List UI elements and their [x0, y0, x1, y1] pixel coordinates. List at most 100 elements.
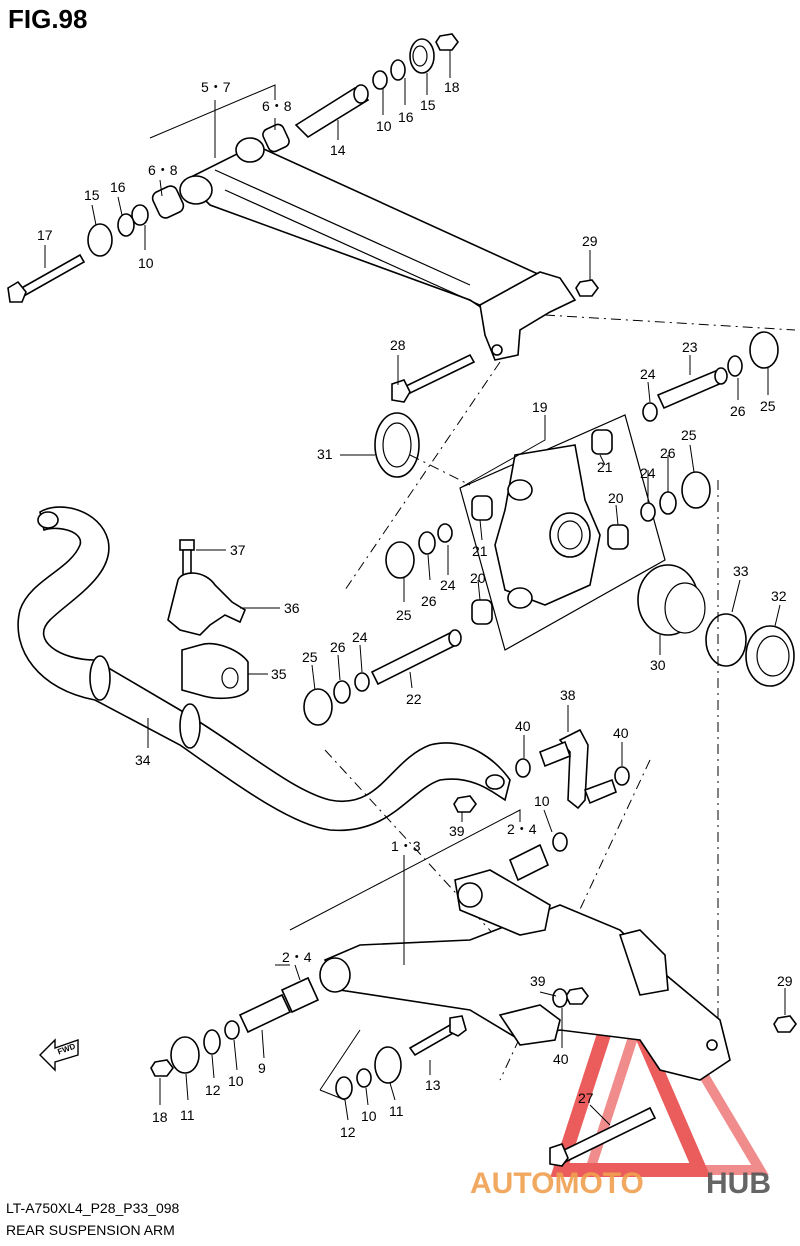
bolt-37-head [179, 539, 195, 551]
callout-30: 30 [650, 657, 666, 673]
callout-12-rear: 12 [340, 1124, 356, 1140]
upper-arm-assembly [7, 33, 796, 403]
bolt-28-head [391, 379, 411, 403]
seal-10-link [552, 832, 568, 852]
callout-27: 27 [578, 1090, 594, 1106]
pipe-14-end [353, 84, 369, 104]
link-rod-38 [558, 728, 589, 810]
callout-20-right: 20 [608, 490, 624, 506]
watermark-text: AUTOMOTO HUB [470, 1167, 771, 1200]
washer-12-front [203, 1029, 221, 1055]
callout-25-lower: 25 [302, 649, 318, 665]
callout-15-lower: 15 [84, 187, 100, 203]
bushing-21-right [591, 429, 613, 455]
callout-31: 31 [317, 446, 333, 462]
stabilizer-assembly [17, 506, 511, 832]
callout-11-rear: 11 [389, 1103, 404, 1119]
nut-29-lower [773, 1015, 797, 1033]
cap-15-upper-inner [412, 45, 428, 67]
upper-arm-bracket-hole [491, 344, 503, 356]
callout-22: 22 [406, 691, 422, 707]
dash-seal-to-knuckle [409, 454, 471, 486]
lower-arm-hole [706, 1039, 718, 1051]
upper-arm-bracket [479, 271, 577, 361]
seal-32-inner [756, 635, 790, 677]
link-38-upper-stud [538, 740, 572, 768]
bracket-2-4-top [289, 809, 521, 931]
figure-name: REAR SUSPENSION ARM [6, 1222, 175, 1238]
pipe-14 [294, 86, 370, 139]
seal-24-top [642, 402, 658, 422]
seal-10-rear [356, 1068, 372, 1088]
clamp-36 [167, 572, 247, 636]
callout-25-top: 25 [760, 398, 776, 414]
stabilizer-bar-end-hole [37, 511, 59, 529]
knuckle-assembly [303, 331, 795, 1060]
upper-arm-pivot-left [179, 175, 213, 205]
cap-25-lower [303, 688, 333, 726]
lower-arm-pivot-left [319, 957, 351, 993]
callout-1-3: 1・3 [391, 838, 421, 854]
callout-37: 37 [230, 542, 246, 558]
callout-34: 34 [135, 752, 151, 768]
seal-24-left [437, 523, 453, 543]
callout-24-top: 24 [640, 366, 656, 382]
bush-35-hole [221, 667, 239, 689]
stabilizer-bar-end-hole-right [485, 774, 505, 790]
callout-10-lower: 10 [138, 255, 154, 271]
callout-39-lower: 39 [530, 973, 546, 989]
washer-26-top [727, 355, 743, 377]
stabilizer-bush-ring-left [89, 655, 111, 701]
pipe-23-end [714, 367, 728, 385]
callout-21-right: 21 [597, 459, 613, 475]
callout-26-lower: 26 [330, 639, 346, 655]
cap-25-right [681, 471, 711, 509]
callout-24-lower: 24 [352, 629, 368, 645]
upper-arm-pivot-right [235, 137, 265, 163]
link-38-lower-stud [583, 778, 617, 805]
callout-26-top: 26 [730, 403, 746, 419]
callout-24-right: 24 [640, 465, 656, 481]
bolt-13 [408, 1023, 457, 1057]
callout-26-left: 26 [421, 593, 437, 609]
callout-25-left: 25 [396, 607, 412, 623]
seal-10-lower [131, 204, 149, 226]
callout-40-lower: 40 [553, 1051, 569, 1067]
pipe-22-end [448, 629, 462, 647]
bushing-20-left [471, 599, 493, 625]
seal-10-front [224, 1020, 240, 1040]
bracket-5-7 [149, 84, 276, 139]
washer-26-lower [333, 680, 351, 704]
callout-20-left: 20 [470, 570, 486, 586]
watermark-brand-part2: HUB [706, 1167, 771, 1200]
callout-29-upper: 29 [582, 233, 598, 249]
seal-24-right [640, 502, 656, 522]
callout-2-4-upper: 2・4 [507, 821, 537, 837]
leader-lines [44, 50, 786, 1126]
callout-17: 17 [37, 227, 53, 243]
callout-labels: 5・7 6・8 14 10 16 15 18 6・8 15 16 17 10 2… [37, 79, 793, 1140]
callout-18-upper: 18 [444, 79, 460, 95]
bolt-28 [400, 353, 476, 397]
dash-bracket-to-knuckle [344, 361, 501, 591]
bushing-21-left [471, 495, 493, 521]
bush-35 [181, 643, 249, 700]
bolt-17-head [7, 280, 27, 303]
cap-25-left [385, 541, 415, 579]
stabilizer-bar-34 [17, 506, 511, 832]
callout-26-right: 26 [660, 445, 676, 461]
callout-16-upper: 16 [398, 109, 414, 125]
callout-2-4-lower: 2・4 [282, 949, 312, 965]
nut-29-upper [575, 279, 599, 297]
lower-arm-assembly: FWD [39, 869, 797, 1167]
bushing-20-right [607, 524, 629, 550]
callout-28: 28 [390, 337, 406, 353]
callout-21-left: 21 [472, 543, 488, 559]
bushing-2-4-lower [280, 976, 320, 1014]
figure-code: LT-A750XL4_P28_P33_098 [6, 1200, 180, 1216]
knuckle-lower-boss [507, 587, 533, 609]
callout-38: 38 [560, 687, 576, 703]
washer-40-lower [552, 988, 568, 1008]
